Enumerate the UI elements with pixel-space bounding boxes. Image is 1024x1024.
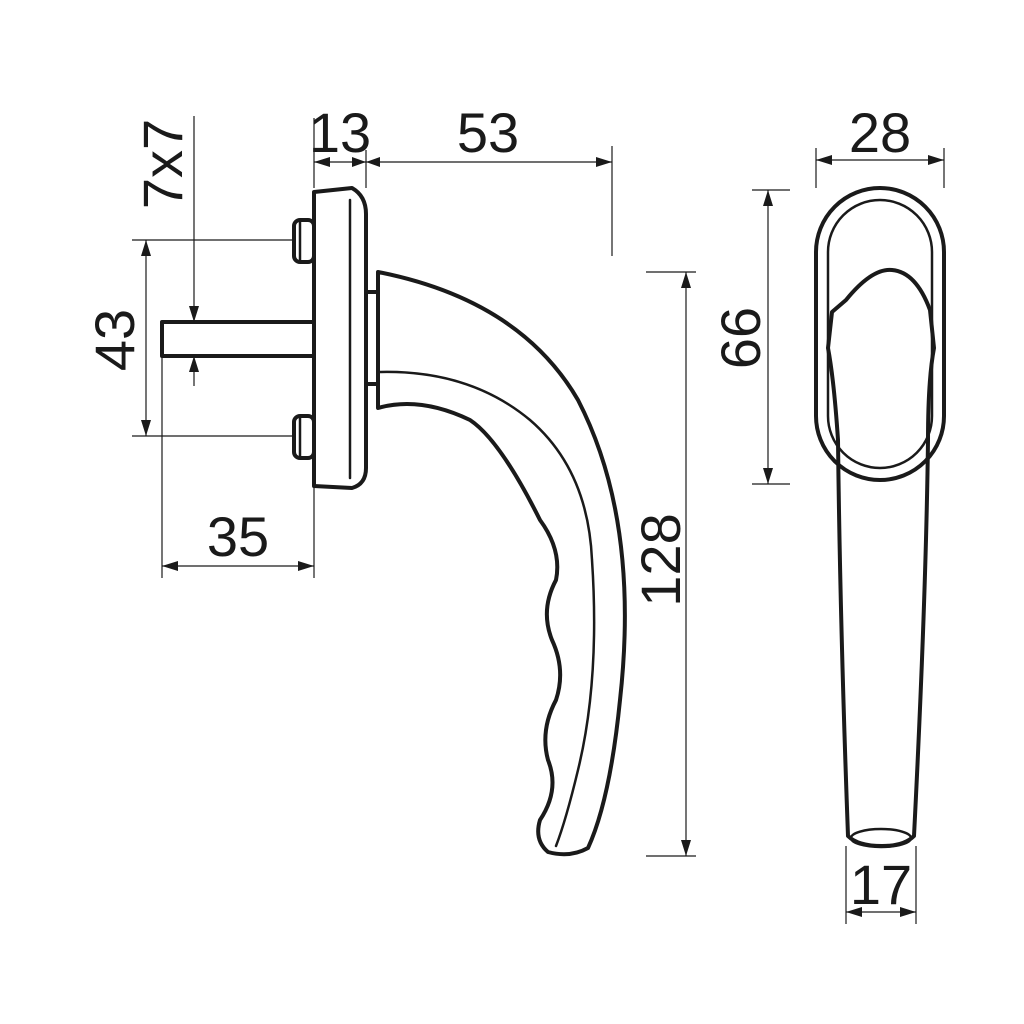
rose-plate (312, 186, 368, 490)
dim-13-label: 13 (309, 101, 371, 164)
dim-17-label: 17 (850, 853, 912, 916)
dim-128-label: 128 (629, 513, 692, 606)
dimension-lines (132, 116, 945, 924)
front-grip-end (849, 827, 913, 849)
top-screw (292, 218, 316, 264)
front-rose-inner (826, 198, 934, 470)
dim-7x7-label: 7x7 (131, 119, 194, 209)
side-view (160, 186, 627, 857)
dim-53-label: 53 (457, 101, 519, 164)
dimension-labels: 13 53 7x7 43 35 128 28 66 17 (83, 101, 912, 916)
bottom-screw (292, 414, 316, 460)
handle-outer (376, 270, 627, 857)
dim-43-label: 43 (83, 309, 146, 371)
front-view (814, 186, 946, 849)
dim-66-label: 66 (709, 307, 772, 369)
front-grip (826, 267, 936, 848)
handle-inner-line (378, 370, 596, 848)
dim-35-label: 35 (207, 505, 269, 568)
front-rose-outer (814, 186, 946, 482)
dim-28-label: 28 (849, 101, 911, 164)
spindle (160, 320, 316, 358)
